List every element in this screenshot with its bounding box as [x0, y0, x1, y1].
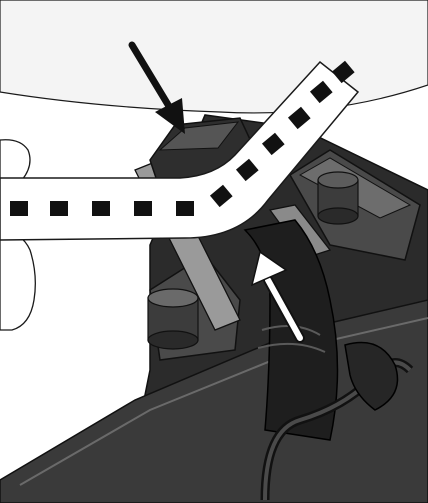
- tape-dash: [50, 201, 68, 216]
- tape-dash: [134, 201, 152, 216]
- tape: [0, 60, 360, 241]
- left-roller: [147, 288, 199, 350]
- tape-dash: [209, 184, 233, 208]
- clip: [344, 341, 399, 411]
- tape-dash: [331, 60, 355, 84]
- left-finger-lower: [0, 229, 36, 331]
- tape-dash: [261, 132, 285, 156]
- tape-dash: [309, 80, 333, 104]
- base-rim: [19, 317, 428, 486]
- tape-dash-pattern: [10, 60, 355, 216]
- tape-dash: [287, 106, 311, 130]
- upper-guide-top: [158, 121, 240, 151]
- arrow-up: [250, 250, 305, 343]
- right-roller: [317, 171, 359, 225]
- top-drum: [0, 0, 428, 114]
- arrow-down: [128, 41, 185, 134]
- tape-dash: [10, 201, 28, 216]
- tape-dash: [235, 158, 259, 182]
- tape-dash: [92, 201, 110, 216]
- tape-dash: [176, 201, 194, 216]
